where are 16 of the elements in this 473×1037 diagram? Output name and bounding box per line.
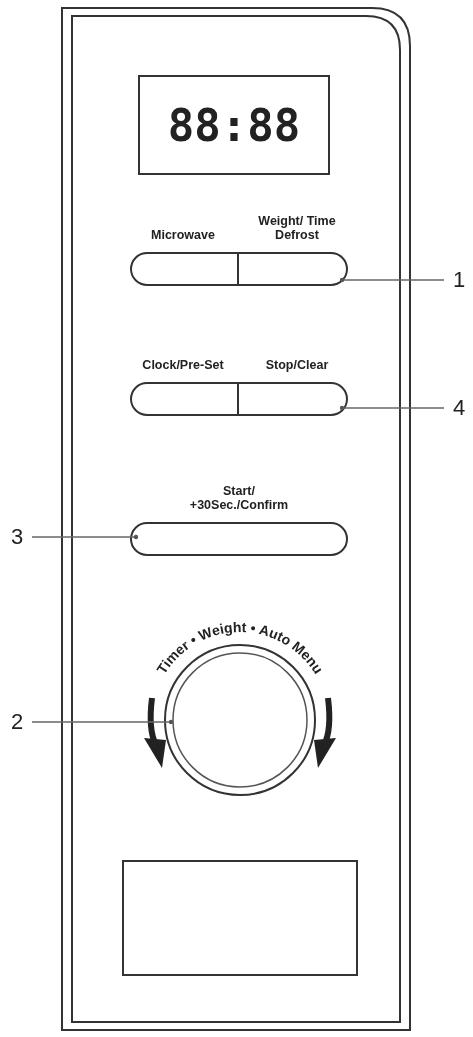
display-digits: 88:88	[166, 101, 302, 151]
button-label: Stop/Clear	[264, 358, 330, 372]
button-label: Weight/ Time Defrost	[257, 214, 337, 242]
leader-line	[31, 534, 139, 540]
callout-number: 4	[448, 394, 470, 422]
callout-number: 3	[6, 523, 28, 551]
button-label: Clock/Pre-Set	[141, 358, 225, 372]
callout-number: 1	[448, 266, 470, 294]
display-screen	[138, 75, 330, 175]
callout-number: 2	[6, 708, 28, 736]
button-label: Microwave	[150, 228, 216, 242]
button-label: Start/ +30Sec./Confirm	[188, 484, 290, 512]
leader-line	[339, 405, 445, 411]
blank-panel	[122, 860, 358, 976]
leader-line	[31, 719, 174, 725]
leader-line	[339, 277, 445, 283]
